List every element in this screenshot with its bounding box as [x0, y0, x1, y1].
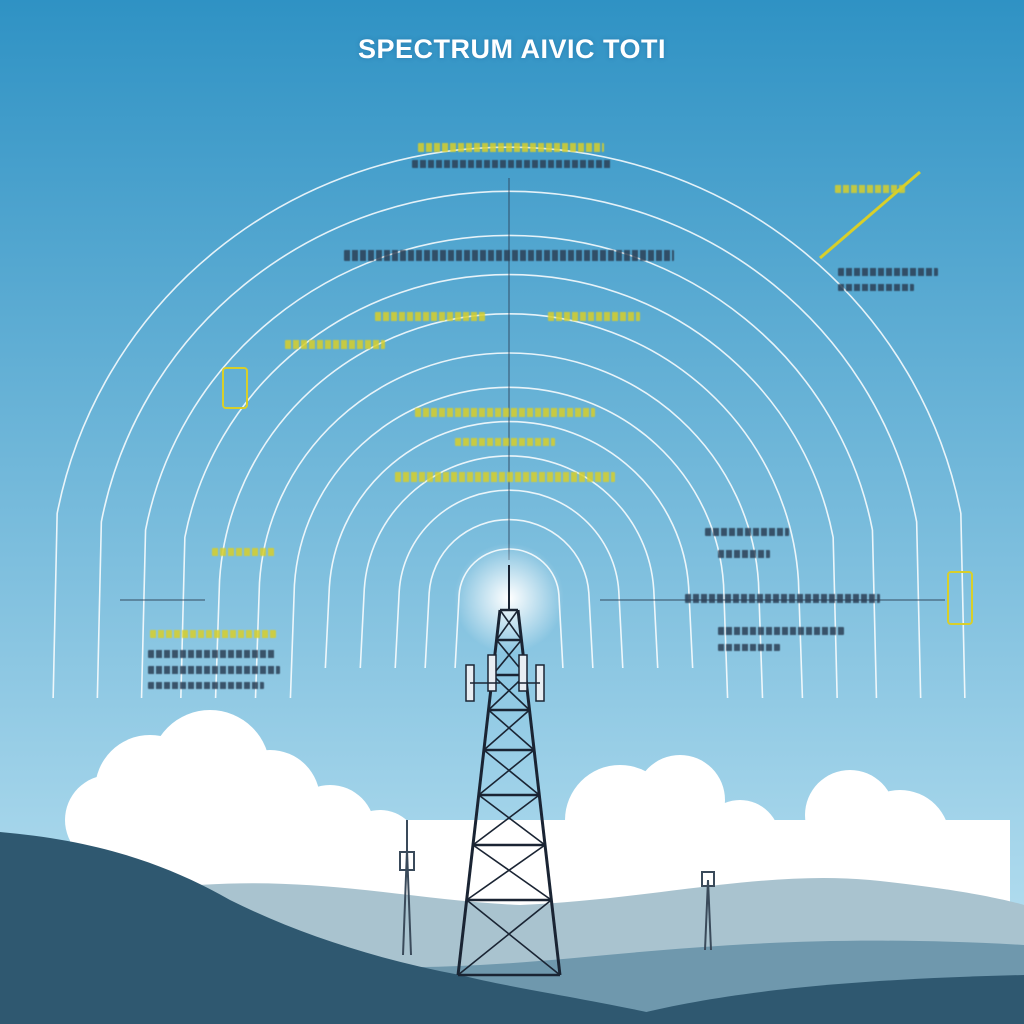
tower-strut — [499, 609, 523, 641]
blurred-label-bar — [705, 528, 789, 536]
tower-strut — [472, 844, 552, 901]
blurred-label-bar — [412, 160, 612, 168]
blurred-label-bar — [148, 682, 264, 689]
tower-strut — [491, 674, 531, 711]
blurred-label-bar — [838, 268, 938, 276]
blurred-label-bar — [375, 312, 485, 321]
page-title: SPECTRUM AIVIC TOTI — [357, 34, 667, 64]
blurred-label-bar — [838, 284, 914, 291]
blurred-label-bar — [835, 185, 905, 193]
blurred-label-bar — [415, 408, 595, 417]
hill-dark — [0, 832, 700, 1024]
blurred-label-bar — [718, 550, 770, 558]
blurred-label-bar — [718, 627, 844, 635]
tower-strut — [466, 899, 561, 976]
tower-strut — [491, 639, 523, 676]
tower-strut — [472, 794, 540, 846]
tower-strut — [487, 709, 535, 751]
tower-strut — [466, 844, 546, 901]
blurred-label-bar — [148, 666, 280, 674]
blurred-label-bar — [395, 472, 615, 482]
antenna-panel — [518, 654, 528, 692]
cell-tower-icon-small — [399, 820, 715, 956]
blurred-label-bar — [548, 312, 640, 321]
cloud-icon — [65, 710, 1010, 915]
hill-dark-right — [600, 975, 1024, 1024]
cell-tower-icon — [456, 565, 562, 977]
tower-strut — [483, 749, 540, 796]
tower-strut — [495, 609, 519, 641]
blurred-label-bar — [455, 438, 555, 446]
blurred-label-bar — [718, 644, 780, 651]
blurred-label-bar — [344, 250, 674, 261]
tower-strut — [478, 749, 535, 796]
blurred-label-bar — [685, 594, 880, 603]
tower-strut — [457, 899, 552, 976]
tower-strut — [478, 794, 546, 846]
blurred-label-bar — [418, 143, 604, 152]
antenna-panel — [487, 654, 497, 692]
blurred-label-bar — [212, 548, 276, 556]
device-icon — [222, 367, 973, 625]
blurred-label-bar — [150, 630, 276, 638]
blurred-label-bar — [285, 340, 385, 349]
tower-strut — [483, 709, 531, 751]
blurred-label-bar — [148, 650, 276, 658]
